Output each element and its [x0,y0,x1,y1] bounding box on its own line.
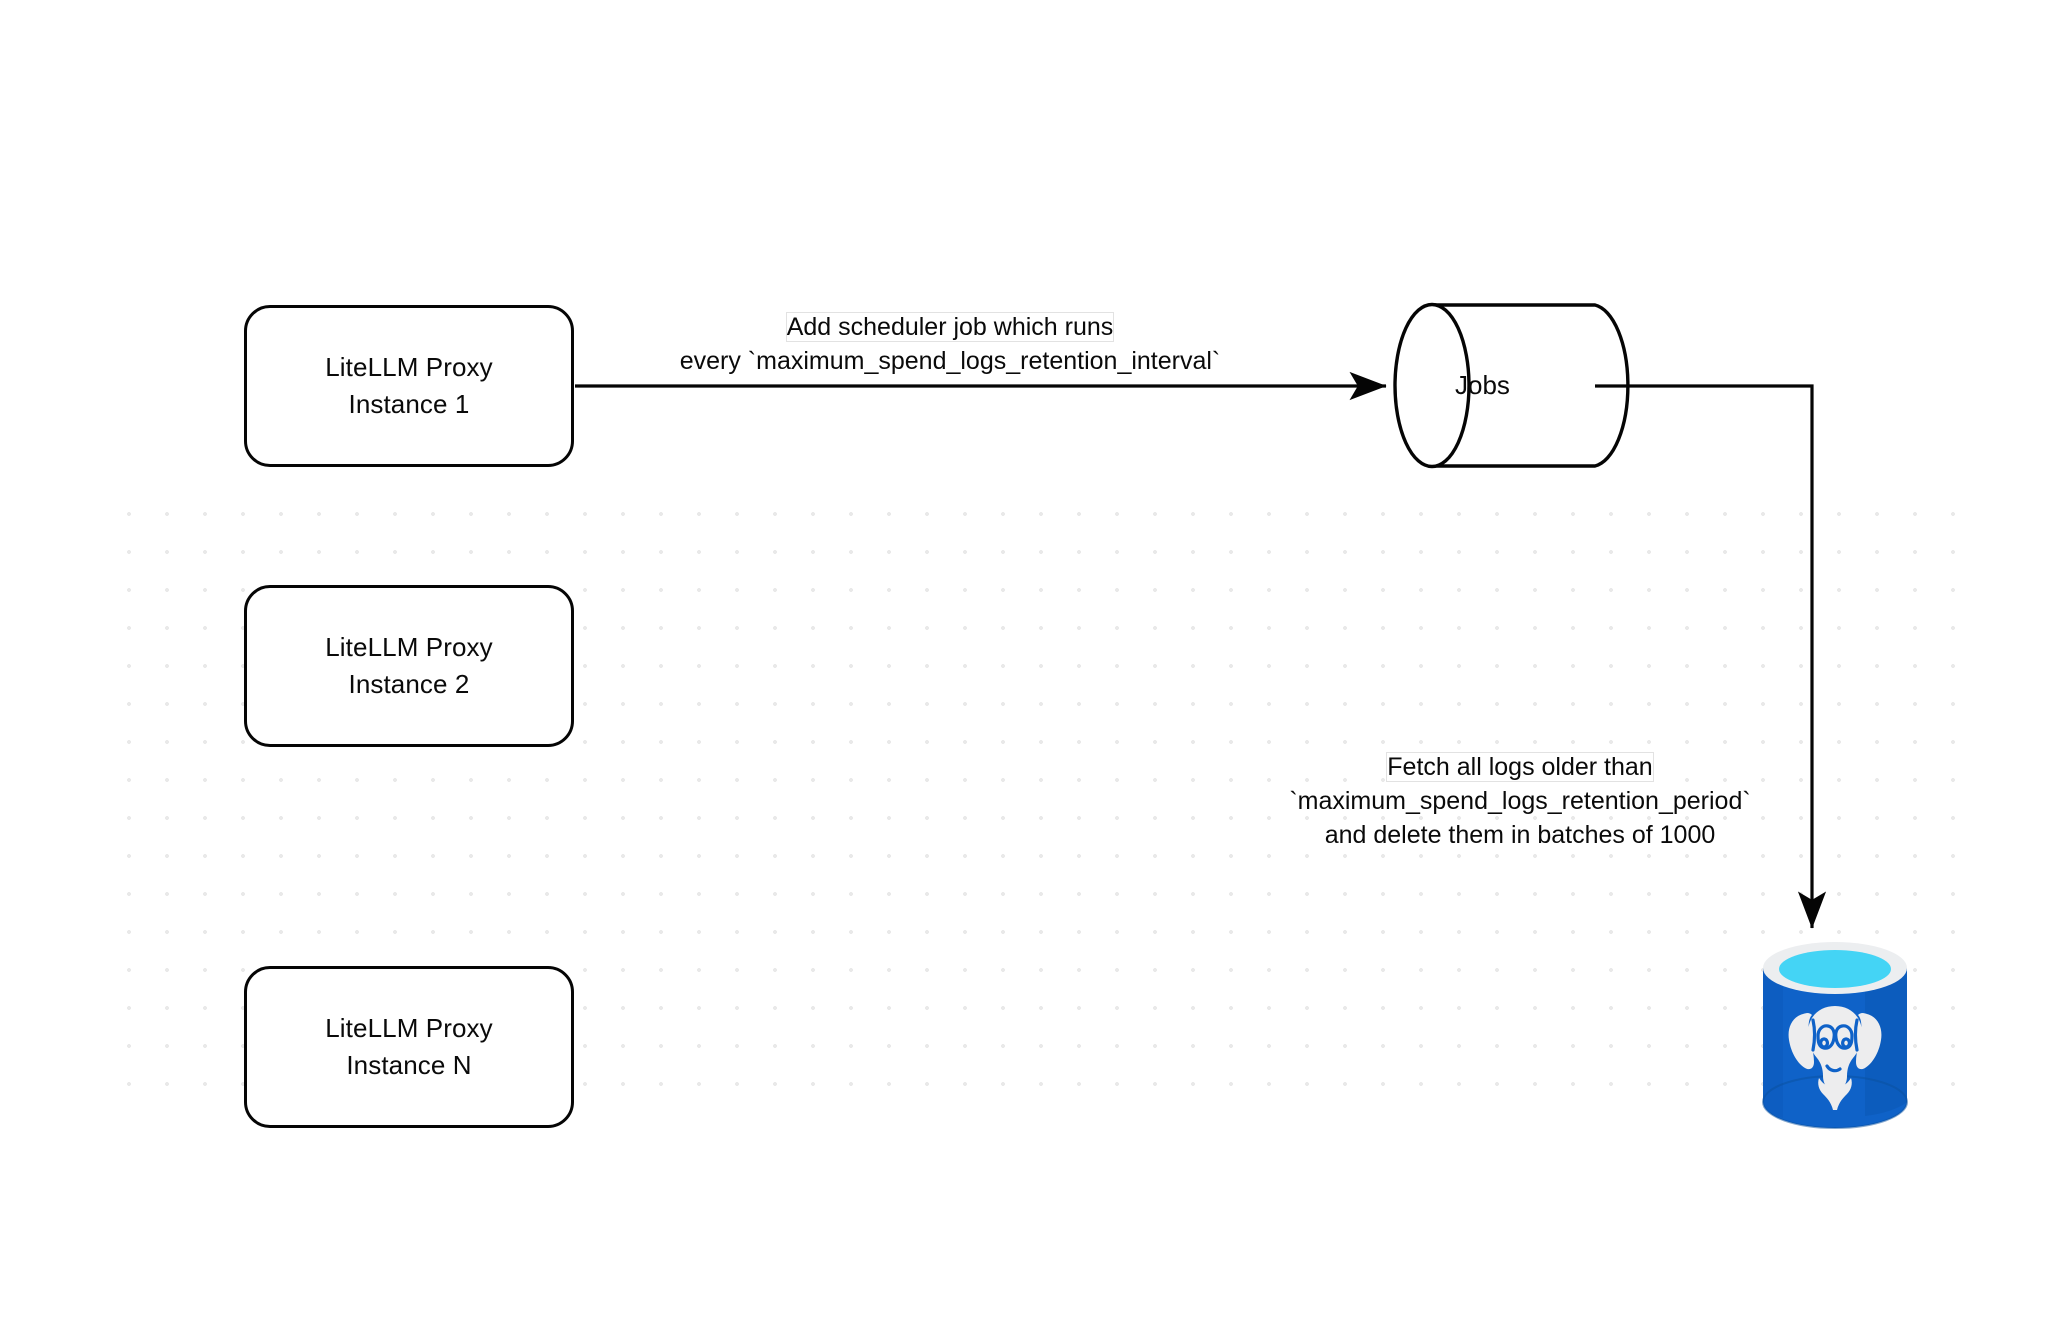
edge-label-scheduler: Add scheduler job which runs every `maxi… [600,310,1300,378]
node-litellm-proxy-instance-2[interactable]: LiteLLM Proxy Instance 2 [244,585,574,747]
edge-label-scheduler-line-1: Add scheduler job which runs [786,313,1114,341]
edge-label-fetch-line-2: `maximum_spend_logs_retention_period` [1289,787,1751,815]
edge-label-fetch-delete: Fetch all logs older than `maximum_spend… [1230,750,1810,852]
node-label-line-2: Instance 2 [348,669,470,699]
edge-jobs-to-database [1595,384,1827,929]
edge-label-fetch-line-3: and delete them in batches of 1000 [1324,821,1716,849]
postgresql-database-icon [1762,942,1908,1129]
node-label-jobs: Jobs [1455,370,1510,400]
node-litellm-proxy-instance-1[interactable]: LiteLLM Proxy Instance 1 [244,305,574,467]
node-label-line-1: LiteLLM Proxy [325,1013,493,1044]
edge-label-fetch-line-1: Fetch all logs older than [1387,753,1653,781]
node-label-line-2: Instance 1 [348,389,470,419]
node-label-line-1: LiteLLM Proxy [325,352,493,383]
node-label-line-1: LiteLLM Proxy [325,632,493,663]
node-litellm-proxy-instance-n[interactable]: LiteLLM Proxy Instance N [244,966,574,1128]
edge-label-scheduler-line-2: every `maximum_spend_logs_retention_inte… [679,347,1221,375]
jobs-cylinder-shape [1395,305,1628,467]
node-label-line-2: Instance N [346,1050,472,1080]
